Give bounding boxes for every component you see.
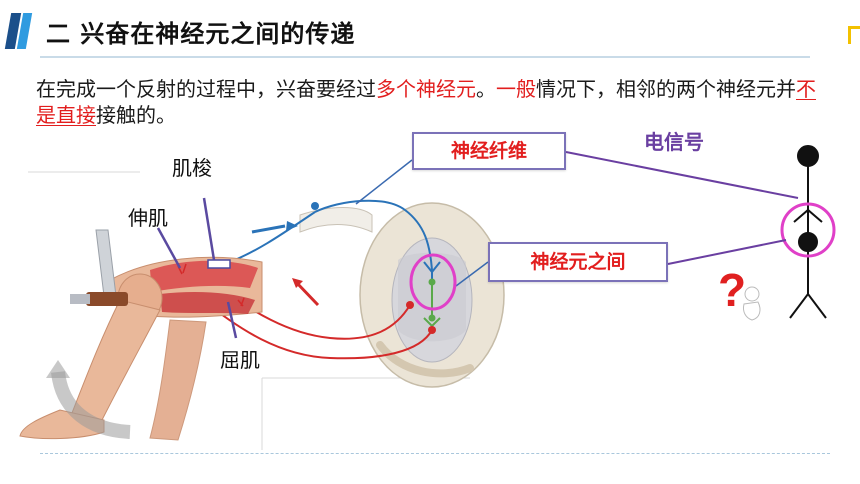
pointer-line-between bbox=[667, 239, 787, 265]
highlight-generally: 一般 bbox=[496, 77, 536, 101]
leader-flexor bbox=[226, 301, 238, 339]
paragraph-text: 情况下，相邻的两个神经元并 bbox=[536, 77, 796, 101]
muscle-spindle-marker bbox=[207, 259, 231, 269]
electric-signal-label: 电信号 bbox=[644, 130, 704, 154]
paragraph-text: 。 bbox=[476, 77, 496, 101]
signal-arrowhead-red bbox=[292, 278, 303, 288]
signal-arrow-red bbox=[294, 280, 320, 307]
callout-nerve-fiber: 神经纤维 bbox=[412, 132, 566, 170]
corner-decoration bbox=[848, 26, 860, 44]
stick-figure-highlight-ring bbox=[780, 202, 836, 258]
paragraph-text: 接触的。 bbox=[96, 103, 176, 127]
label-muscle-spindle: 肌梭 bbox=[172, 156, 212, 180]
label-flexor-muscle: 屈肌 bbox=[220, 348, 260, 372]
leader-spindle bbox=[202, 197, 216, 261]
question-figure: ? bbox=[718, 264, 761, 321]
label-extensor-muscle: 伸肌 bbox=[128, 206, 168, 230]
callout-between-neurons: 神经元之间 bbox=[488, 242, 668, 282]
spinal-cord-section bbox=[299, 202, 505, 388]
connector-between bbox=[455, 261, 489, 287]
signal-arrowhead-blue bbox=[286, 221, 298, 231]
leg-illustration bbox=[19, 229, 263, 441]
stick-figure bbox=[789, 145, 827, 319]
leader-extensor bbox=[156, 227, 182, 269]
sensory-cell-body bbox=[311, 202, 319, 210]
intro-paragraph: 在完成一个反射的过程中，兴奋要经过多个神经元。一般情况下，相邻的两个神经元并不是… bbox=[36, 76, 826, 128]
highlight-not-direct: 不是直接 bbox=[36, 77, 816, 127]
svg-text:?: ? bbox=[718, 264, 746, 316]
highlight-multiple-neurons: 多个神经元 bbox=[376, 77, 476, 101]
pointer-line-fiber bbox=[565, 151, 799, 199]
header-divider bbox=[40, 56, 810, 58]
paragraph-text: 在完成一个反射的过程中，兴奋要经过 bbox=[36, 77, 376, 101]
slide-title: 二 兴奋在神经元之间的传递 bbox=[46, 20, 356, 48]
synapse-highlight-ring bbox=[409, 253, 457, 311]
connector-fiber bbox=[355, 159, 413, 205]
signal-arrow-blue bbox=[251, 224, 286, 234]
footer-divider bbox=[40, 453, 830, 455]
